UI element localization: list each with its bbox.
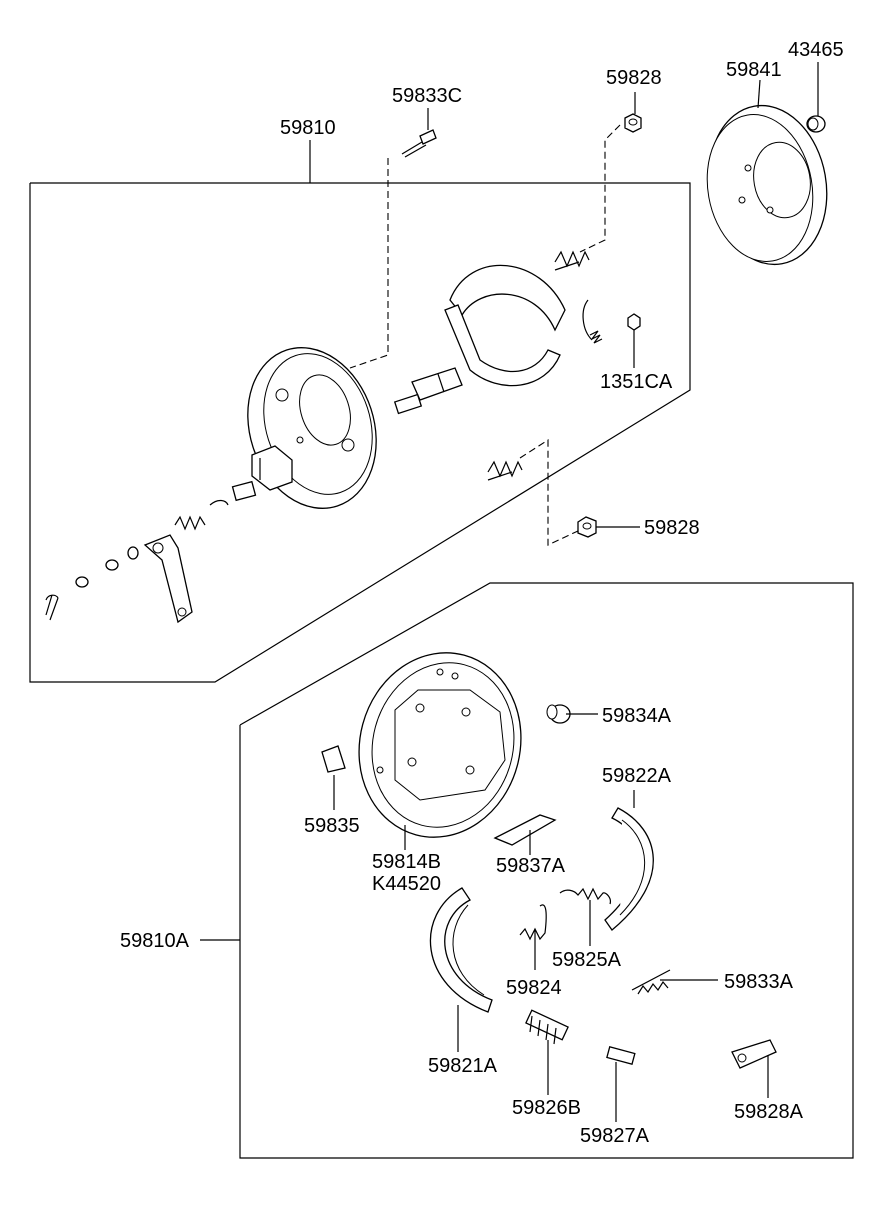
spring-59826B [525,1009,569,1045]
washer-set [75,546,139,588]
label-59828A: 59828A [734,1101,804,1123]
parking-lever [143,534,193,624]
label-59822A: 59822A [602,765,672,787]
label-1351CA: 1351CA [600,371,673,393]
return-spring-mid [487,460,523,481]
adjuster-nut-top [624,113,642,133]
return-spring-upper [554,250,590,271]
brake-drum [706,104,828,266]
brake-shoe-59821A [429,887,493,1013]
label-59833A: 59833A [724,971,794,993]
label-K44520: K44520 [372,873,441,895]
group-frame-59810 [29,182,691,683]
label-59810: 59810 [280,117,336,139]
label-59833C: 59833C [392,85,462,107]
label-59827A: 59827A [580,1125,650,1147]
adjuster-lever-59837A [493,814,557,846]
adjuster-nut-mid [577,516,597,538]
brake-shoe-set-upper [444,264,566,387]
label-59834A: 59834A [602,705,672,727]
nut-1351CA [627,313,641,331]
label-59828-top: 59828 [606,67,662,89]
group-frame-59810A [239,582,854,1159]
pin-59827A [606,1046,636,1065]
cotter-pin [45,594,59,621]
label-43465: 43465 [788,39,844,61]
wheel-cylinder [393,367,463,415]
plug-59834A [546,704,571,724]
label-59828-mid: 59828 [644,517,700,539]
label-59837A: 59837A [496,855,566,877]
spring-59824 [519,904,547,941]
label-59825A: 59825A [552,949,622,971]
bleeder-59828A [731,1039,777,1069]
clip-59835 [321,745,346,773]
backing-plate [358,652,522,838]
pin-59833A [631,969,671,995]
brake-shoe-59822A [604,807,654,931]
label-59835: 59835 [304,815,360,837]
spring-59825A [559,887,611,905]
bolt-59833C [401,129,437,158]
lever-spring [174,499,229,531]
label-59826B: 59826B [512,1097,581,1119]
label-59814B: 59814B [372,851,441,873]
retainer-spring [582,299,603,344]
lever-pin [231,480,257,502]
hub-nut [806,115,826,133]
backing-plate-assembly [247,347,377,509]
label-59824: 59824 [506,977,562,999]
label-59821A: 59821A [428,1055,498,1077]
label-59841: 59841 [726,59,782,81]
label-59810A: 59810A [120,930,190,952]
